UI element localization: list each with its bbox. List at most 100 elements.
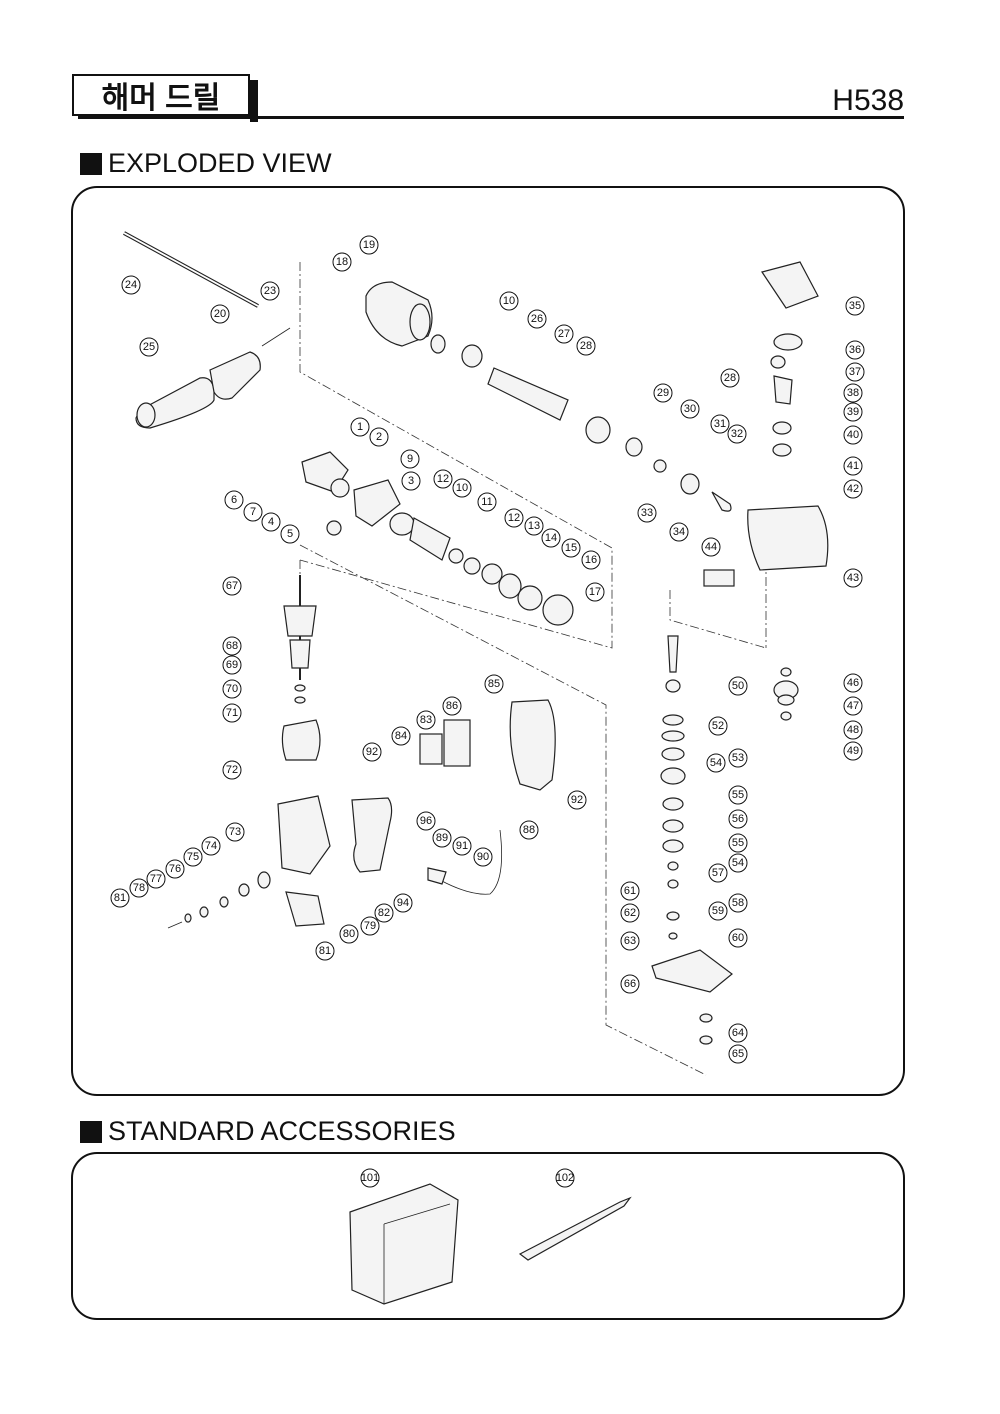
callout-circle [843,383,863,403]
callout-number: 9 [407,453,413,465]
callout-circle [620,881,640,901]
callout-number: 73 [229,826,241,838]
callout-circle [706,753,726,773]
callout-circle [728,1023,748,1043]
callout-number: 94 [397,897,409,909]
callout-number: 80 [343,928,355,940]
callout-circle [222,703,242,723]
callout-circle [362,742,382,762]
callout-circle [374,903,394,923]
callout-circle [183,847,203,867]
callout-number: 10 [503,295,515,307]
callout-number: 37 [849,366,861,378]
part-callout-96: 96 [416,811,436,831]
callout-circle [541,528,561,548]
callout-number: 5 [287,528,293,540]
callout-number: 78 [133,882,145,894]
part-callout-48: 48 [843,720,863,740]
callout-circle [843,720,863,740]
callout-circle [680,399,700,419]
callout-number: 1 [357,421,363,433]
callout-circle [222,576,242,596]
callout-number: 81 [319,945,331,957]
callout-circle [653,383,673,403]
part-callout-7: 7 [243,502,263,522]
callout-circle [452,836,472,856]
callout-number: 16 [585,554,597,566]
callout-circle [554,324,574,344]
part-callout-61: 61 [620,881,640,901]
part-callout-12: 12 [504,508,524,528]
callout-circle [499,291,519,311]
callout-number: 28 [724,372,736,384]
callout-number: 68 [226,640,238,652]
title-shadow [250,80,258,122]
callout-number: 84 [395,730,407,742]
callout-circle [504,508,524,528]
part-callout-19: 19 [359,235,379,255]
part-callout-58: 58 [728,893,748,913]
part-callout-69: 69 [222,655,242,675]
part-callout-30: 30 [680,399,700,419]
part-callout-71: 71 [222,703,242,723]
part-callout-60: 60 [728,928,748,948]
callout-number: 10 [456,482,468,494]
callout-circle [845,362,865,382]
callout-circle [222,655,242,675]
part-callout-94: 94 [393,893,413,913]
callout-circle [129,878,149,898]
callout-number: 52 [712,720,724,732]
part-callout-36: 36 [845,340,865,360]
callout-number: 31 [714,418,726,430]
callout-number: 72 [226,764,238,776]
callout-circle [121,275,141,295]
callout-number: 13 [528,520,540,532]
callout-circle [416,710,436,730]
page-title: 해머 드릴 [72,74,250,116]
callout-number: 66 [624,978,636,990]
callout-number: 75 [187,851,199,863]
part-callout-32: 32 [727,424,747,444]
callout-number: 61 [624,885,636,897]
callout-number: 53 [732,752,744,764]
part-callout-15: 15 [561,538,581,558]
part-callout-29: 29 [653,383,673,403]
callout-number: 36 [849,344,861,356]
callout-circle [261,512,281,532]
callout-number: 76 [169,863,181,875]
part-callout-23: 23 [260,281,280,301]
callout-number: 47 [847,700,859,712]
part-callout-2: 2 [369,427,389,447]
callout-circle [224,490,244,510]
part-callout-27: 27 [554,324,574,344]
callout-number: 24 [125,279,137,291]
callout-number: 63 [624,935,636,947]
callout-number: 49 [847,745,859,757]
part-callout-59: 59 [708,901,728,921]
callout-circle [400,449,420,469]
part-callout-65: 65 [728,1044,748,1064]
callout-circle [728,853,748,873]
model-number: H538 [832,84,904,117]
callout-number: 6 [231,494,237,506]
callout-number: 20 [214,308,226,320]
callout-circle [146,869,166,889]
part-callout-83: 83 [416,710,436,730]
callout-circle [201,836,221,856]
callout-circle [728,928,748,948]
part-callout-47: 47 [843,696,863,716]
accessories-panel [71,1152,905,1320]
callout-number: 54 [732,857,744,869]
callout-number: 101 [361,1172,379,1184]
part-callout-5: 5 [280,524,300,544]
crank-assembly [301,451,574,626]
callout-number: 29 [657,387,669,399]
callout-circle [581,550,601,570]
part-callout-79: 79 [360,916,380,936]
callout-circle [843,402,863,422]
part-callout-70: 70 [222,679,242,699]
callout-number: 82 [378,907,390,919]
part-callout-80: 80 [339,924,359,944]
section-standard-accessories: STANDARD ACCESSORIES [80,1116,456,1147]
callout-circle [843,673,863,693]
